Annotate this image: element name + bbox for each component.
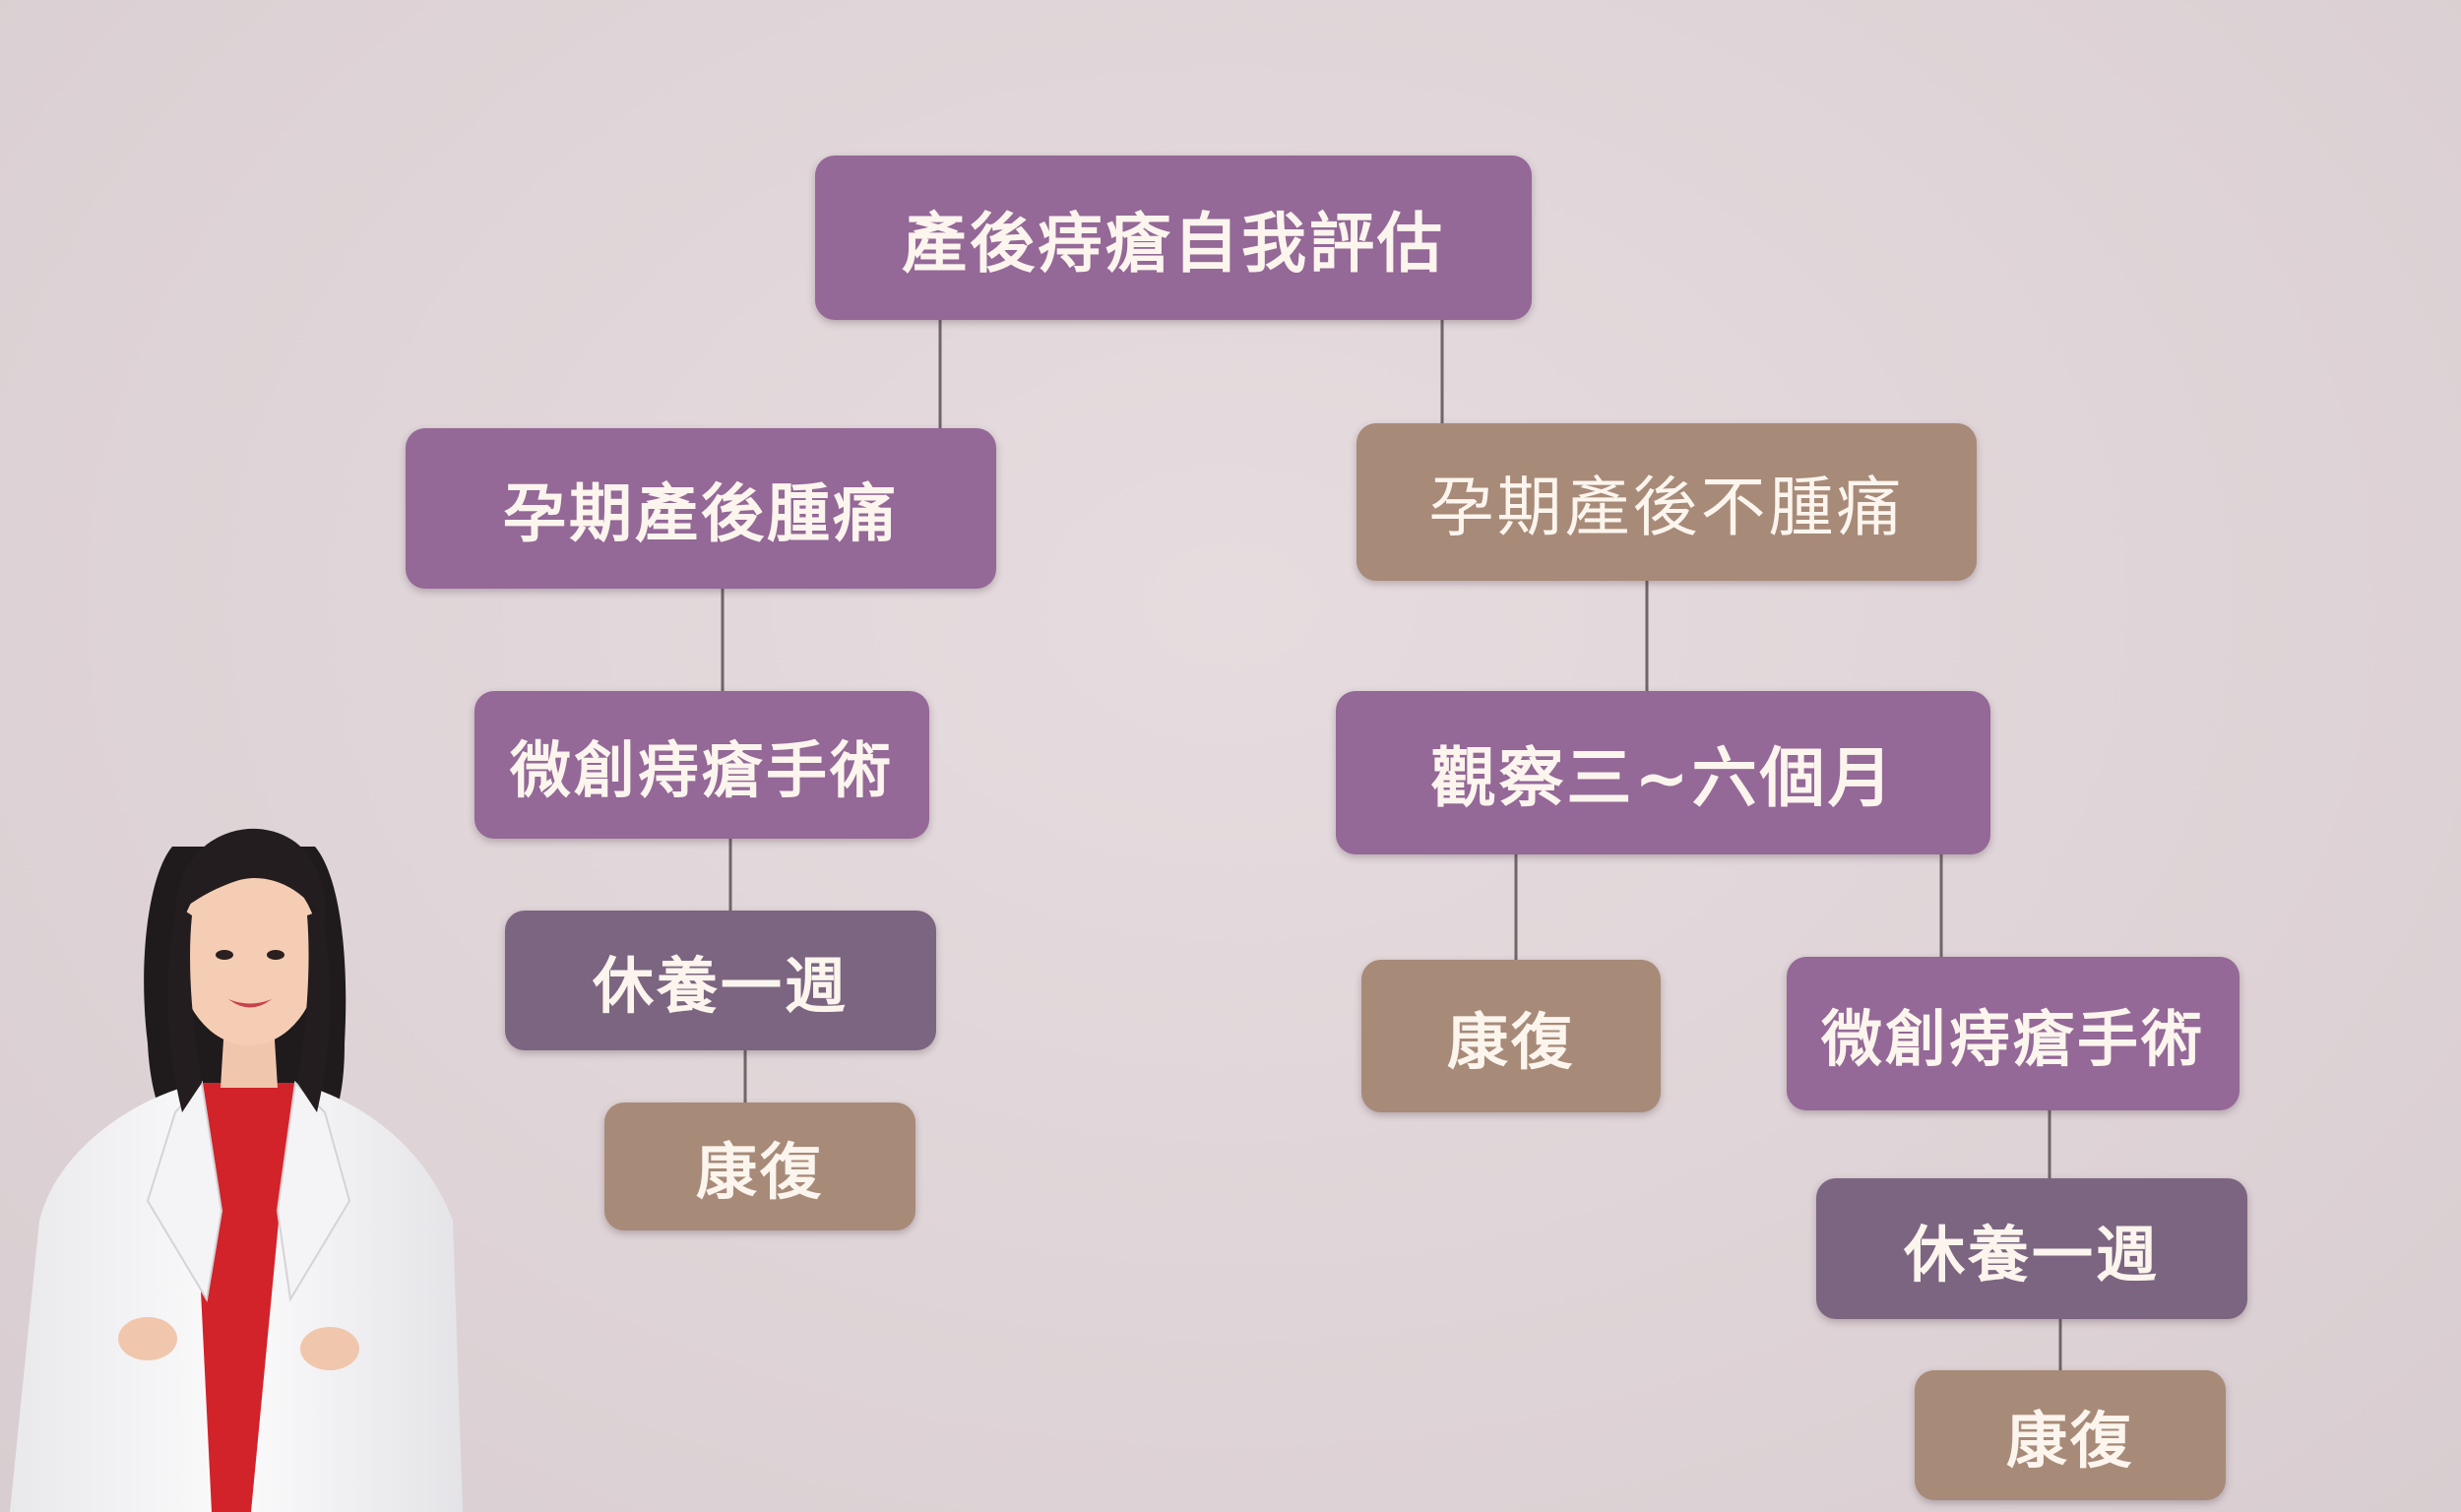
node-right-rest: 休養一週 bbox=[1816, 1178, 2247, 1319]
node-right-observe: 觀察三~六個月 bbox=[1336, 691, 1990, 854]
doctor-eye-left bbox=[216, 950, 233, 960]
node-right-outcome: 康復 bbox=[1915, 1370, 2226, 1500]
node-left-condition: 孕期產後腫痛 bbox=[406, 428, 996, 589]
node-root: 產後痔瘡自我評估 bbox=[815, 156, 1532, 320]
doctor-hand-right bbox=[300, 1327, 359, 1370]
node-left-rest: 休養一週 bbox=[505, 911, 936, 1050]
node-right-outcome-direct: 康復 bbox=[1361, 960, 1661, 1112]
doctor-hand-left bbox=[118, 1317, 177, 1360]
doctor-eye-right bbox=[267, 950, 284, 960]
node-right-treatment: 微創痔瘡手術 bbox=[1787, 957, 2240, 1110]
node-left-treatment: 微創痔瘡手術 bbox=[474, 691, 929, 839]
doctor-illustration bbox=[0, 788, 473, 1512]
node-right-condition: 孕期產後不腫痛 bbox=[1357, 423, 1977, 581]
node-left-outcome: 康復 bbox=[604, 1102, 915, 1230]
